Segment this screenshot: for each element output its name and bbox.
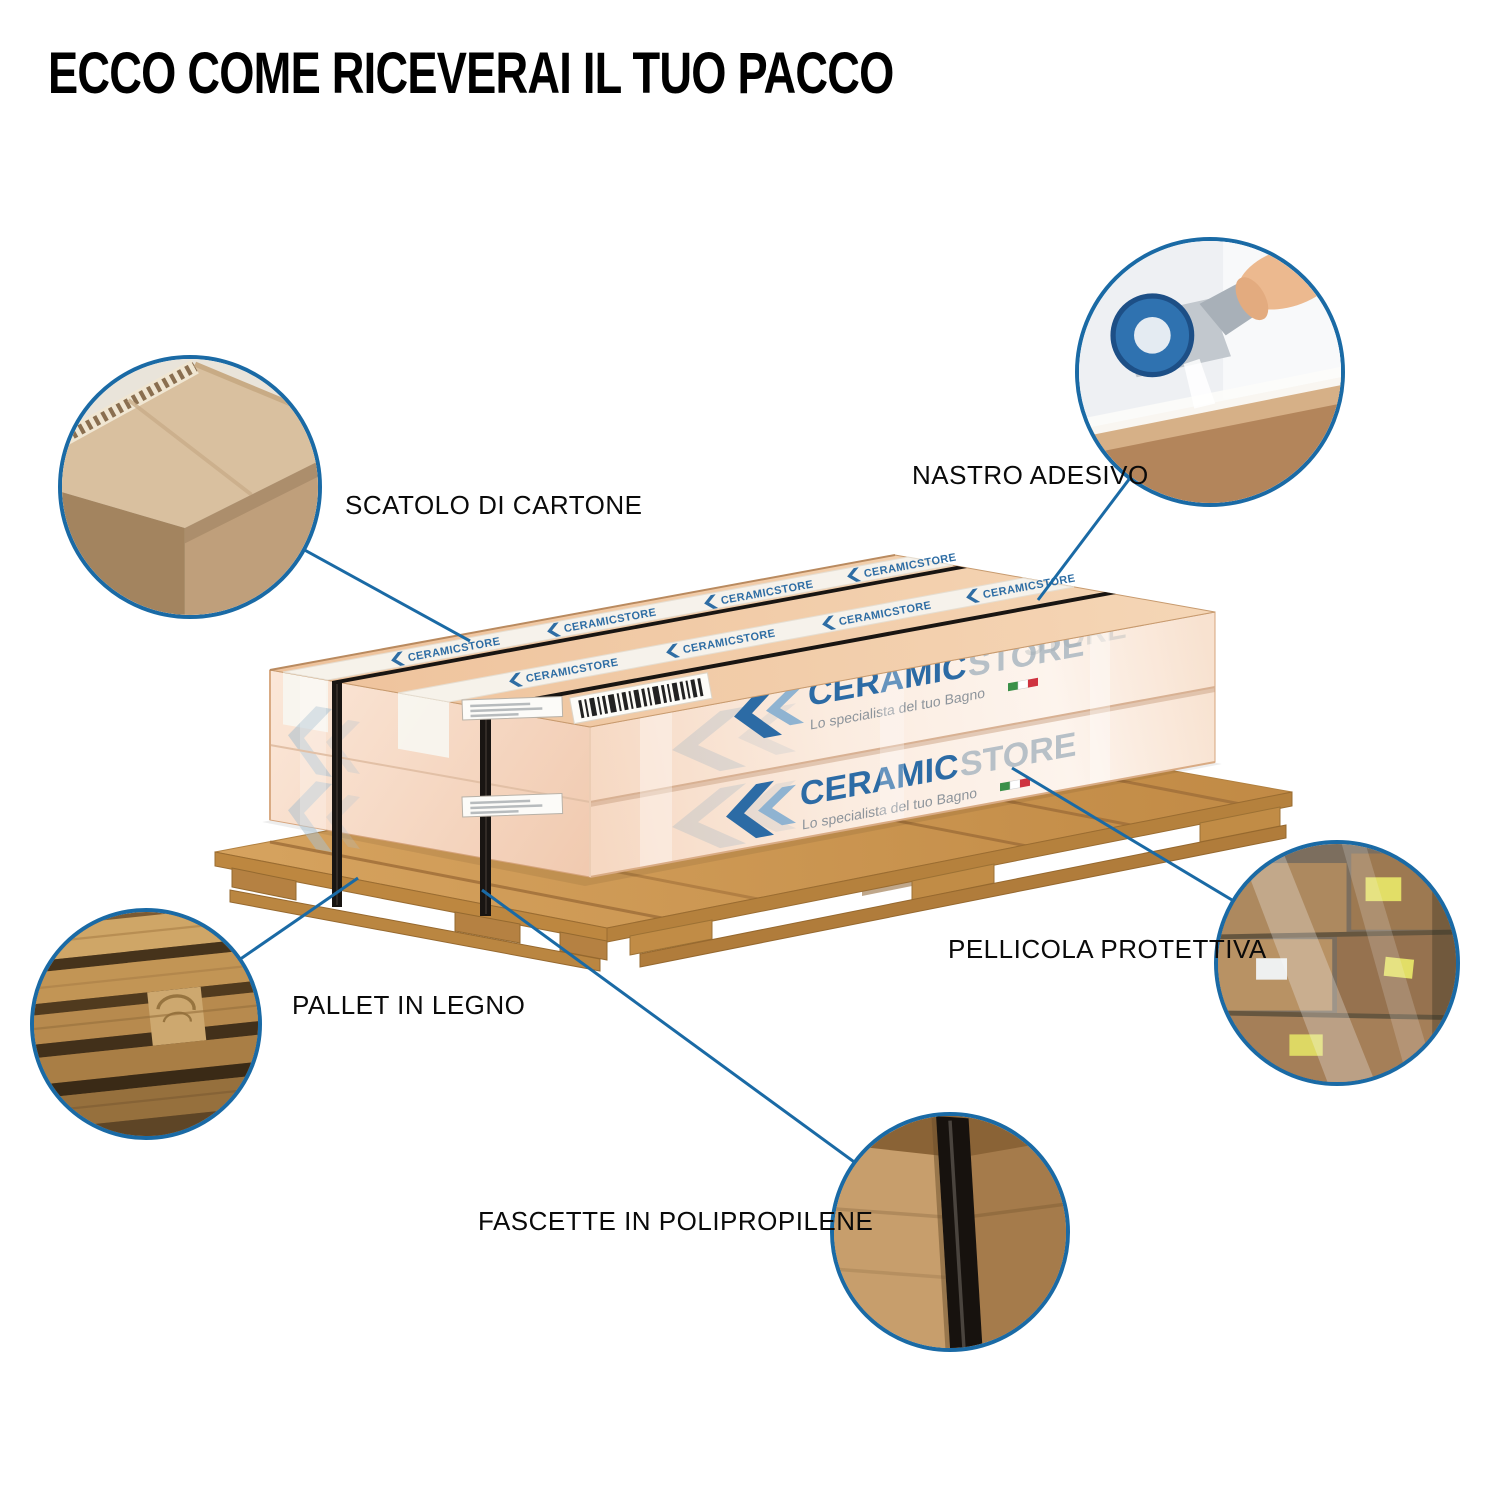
pallet-photo-art bbox=[34, 912, 258, 1136]
tape-photo-art bbox=[1079, 241, 1341, 503]
italian-flag-icon bbox=[1008, 677, 1038, 692]
strap-closeup-photo bbox=[830, 1112, 1070, 1352]
box-long-face: CERAMIC STORE STORE Lo specialista del t… bbox=[589, 611, 1216, 878]
shipping-label bbox=[461, 695, 564, 818]
wrap-photo-art bbox=[1218, 844, 1456, 1082]
shrink-wrap-photo bbox=[1214, 840, 1460, 1086]
tape-dispenser-photo bbox=[1075, 237, 1345, 507]
tape-strip bbox=[282, 556, 954, 681]
strap-top bbox=[480, 592, 1116, 709]
wooden-pallet-photo bbox=[30, 908, 262, 1140]
page-title: ECCO COME RICEVERAI IL TUO PACCO bbox=[48, 41, 894, 106]
cardboard-photo-art bbox=[62, 359, 318, 615]
watermark-chevron-icon bbox=[672, 703, 796, 849]
tape-strip bbox=[397, 577, 1075, 703]
strap-top bbox=[332, 566, 967, 683]
box-top-face: CERAMICSTORE CERAMICSTORE CERAMICSTORE C… bbox=[269, 552, 1216, 728]
callout-label-fascette: FASCETTE IN POLIPROPILENE bbox=[478, 1206, 874, 1236]
box-end-face bbox=[269, 669, 591, 878]
cardboard-closeup-photo bbox=[58, 355, 322, 619]
callout-label-pellicola: PELLICOLA PROTETTIVA bbox=[948, 934, 1267, 964]
italian-flag-icon bbox=[1000, 777, 1030, 792]
barcode-label bbox=[569, 672, 713, 725]
callout-label-pallet: PALLET IN LEGNO bbox=[292, 990, 526, 1020]
callout-label-scatolo: SCATOLO DI CARTONE bbox=[345, 490, 643, 520]
callout-label-nastro: NASTRO ADESIVO bbox=[912, 460, 1149, 490]
